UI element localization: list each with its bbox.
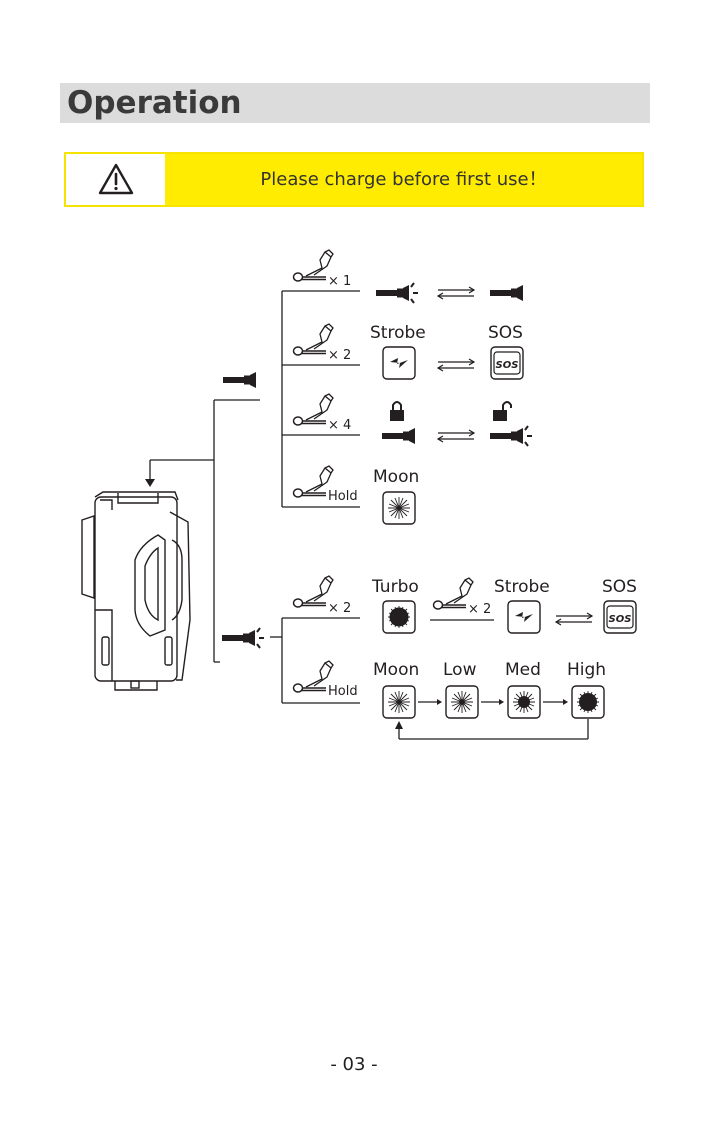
- on-strobe-icon: [507, 600, 541, 634]
- level-moon-icon: [382, 685, 416, 719]
- warning-banner: Please charge before first use！: [64, 152, 644, 207]
- sos-icon: SOS: [490, 346, 524, 380]
- lock-icon: [390, 401, 404, 421]
- moon-mode-icon: [382, 491, 416, 525]
- on-hold-label: Hold: [328, 684, 358, 699]
- level-moon-label: Moon: [373, 660, 419, 680]
- level-low-icon: [445, 685, 479, 719]
- turbo-label: Turbo: [371, 577, 419, 597]
- warning-icon-box: [66, 154, 165, 205]
- strobe-label: Strobe: [370, 323, 426, 343]
- flashlight-unlocked-icon: [490, 426, 532, 446]
- page-title: Operation: [67, 85, 242, 121]
- warning-message: Please charge before first use！: [260, 169, 547, 190]
- toggle-arrows-icon: [437, 286, 475, 300]
- level-high-icon: [571, 685, 605, 719]
- click-four-count: × 4: [328, 418, 351, 433]
- level-med-label: Med: [505, 660, 541, 680]
- click-twice-count: × 2: [328, 348, 351, 363]
- flashlight-off-icon: [490, 285, 523, 301]
- svg-text:SOS: SOS: [496, 360, 519, 371]
- turbo-icon: [382, 600, 416, 634]
- click-once-count: × 1: [328, 274, 351, 289]
- hold-label: Hold: [328, 489, 358, 504]
- strobe-icon: [382, 346, 416, 380]
- on-sos-label: SOS: [602, 577, 637, 597]
- unlock-icon: [493, 401, 512, 421]
- off-state-flashlight-icon: [223, 372, 256, 388]
- warning-triangle-icon: [98, 163, 134, 195]
- level-med-icon: [507, 685, 541, 719]
- on-click-twice-count: × 2: [328, 601, 351, 616]
- flashlight-on-icon: [376, 283, 418, 303]
- sos-label: SOS: [488, 323, 523, 343]
- level-low-label: Low: [443, 660, 477, 680]
- section-title-bar: Operation: [60, 83, 650, 123]
- toggle-arrows-icon: [555, 612, 593, 626]
- svg-text:SOS: SOS: [609, 614, 632, 625]
- flashlight-device-illustration: [81, 491, 191, 691]
- on-state-flashlight-icon: [222, 628, 264, 648]
- toggle-arrows-icon: [437, 429, 475, 443]
- flashlight-locked-icon: [382, 428, 415, 444]
- turbo-click-twice-count: × 2: [468, 602, 491, 617]
- moon-label: Moon: [373, 467, 419, 487]
- toggle-arrows-icon: [437, 358, 475, 372]
- on-strobe-label: Strobe: [494, 577, 550, 597]
- page-number: - 03 -: [330, 1054, 378, 1075]
- on-sos-icon: SOS: [603, 600, 637, 634]
- level-high-label: High: [567, 660, 606, 680]
